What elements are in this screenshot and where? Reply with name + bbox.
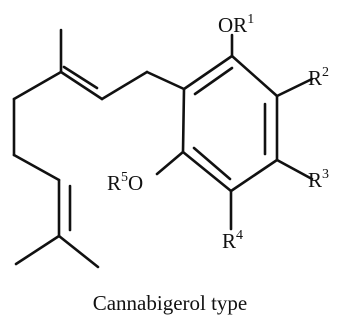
chain-bond-down-left	[12, 70, 63, 101]
ring-bond-left	[181, 87, 186, 154]
chain-double-bond-main	[59, 70, 104, 101]
label-r4-superscript: 4	[236, 228, 243, 243]
chain-bond-ch2-to-ch	[100, 70, 149, 101]
bond-to-r2	[275, 77, 314, 98]
ring-bond-top-left	[182, 54, 234, 91]
geranyl-side-chain	[12, 28, 186, 269]
label-r2: R2	[308, 65, 329, 90]
chain-bond-terminal-methyl-right	[57, 234, 100, 269]
label-r4-main: R	[222, 229, 236, 253]
bond-to-r3	[275, 158, 314, 181]
ring-double-bond-top-left	[193, 66, 234, 96]
label-r4: R4	[222, 228, 243, 253]
ring-double-bond-bottom-left	[192, 146, 232, 181]
label-r3: R3	[308, 167, 329, 192]
label-r2-superscript: 2	[322, 65, 329, 80]
label-r5o-oxygen: O	[128, 171, 143, 195]
atom-labels: OR1 R2 R3 R4 R5O	[107, 12, 329, 253]
label-r5o-superscript: 5	[121, 170, 128, 185]
bond-to-r5o	[155, 150, 185, 176]
label-or1-main: OR	[218, 13, 247, 37]
chain-bond-down-right	[12, 153, 61, 182]
label-or1: OR1	[218, 12, 254, 37]
label-r2-main: R	[308, 66, 322, 90]
ring-bond-bottom-right	[229, 158, 279, 193]
label-r3-main: R	[308, 168, 322, 192]
chain-bond-ring-to-ch2	[145, 70, 186, 91]
ring-bond-bottom-left	[181, 150, 233, 193]
diagram-caption: Cannabigerol type	[93, 291, 248, 315]
label-or1-superscript: 1	[247, 12, 254, 27]
benzene-ring	[181, 54, 279, 193]
chain-bond-terminal-methyl-left	[14, 234, 61, 266]
label-r5o-r: R	[107, 171, 121, 195]
chain-double-bond-inner	[62, 65, 99, 90]
substituent-bonds	[155, 33, 314, 231]
ring-bond-top-right	[230, 54, 279, 98]
label-r3-superscript: 3	[322, 167, 329, 182]
label-r5o: R5O	[107, 170, 143, 195]
